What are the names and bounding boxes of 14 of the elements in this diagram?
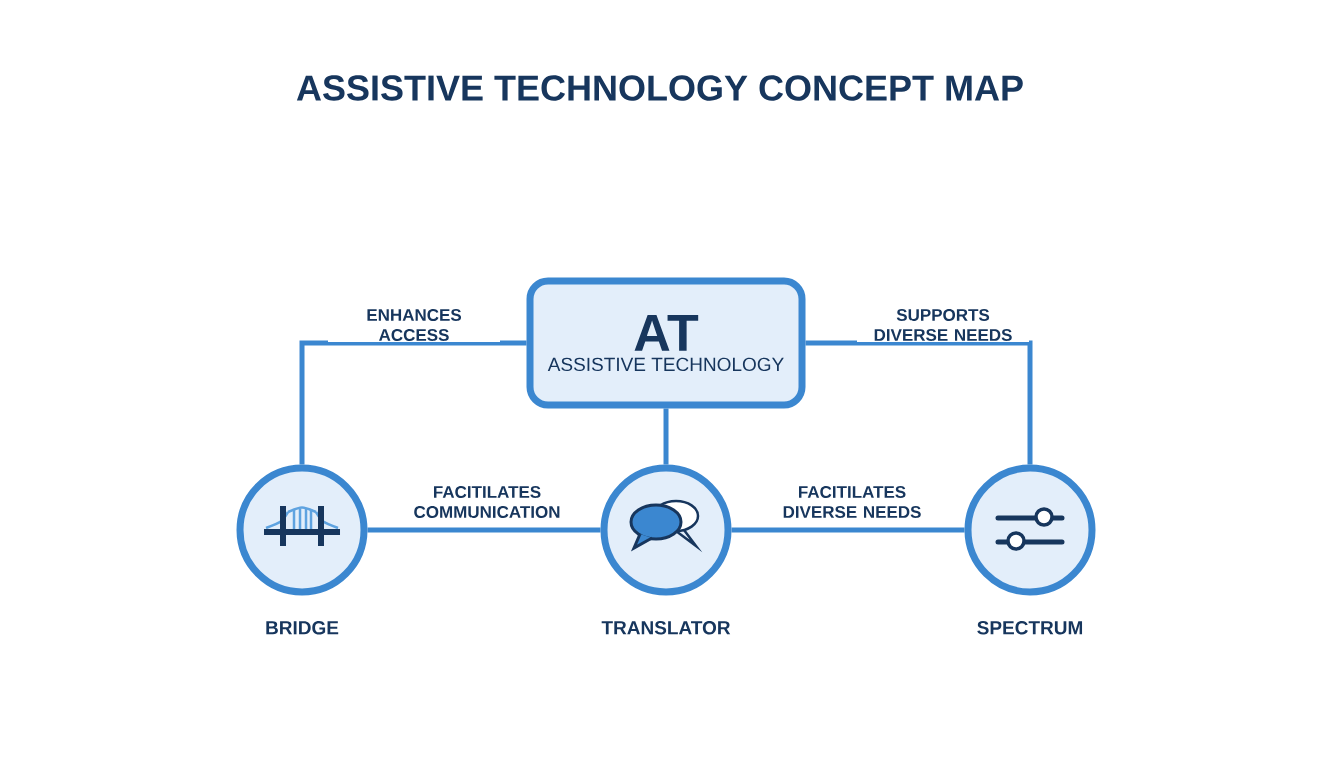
edge-label: FACITILATES COMMUNICATION bbox=[414, 486, 560, 518]
concept-box: AT ASSISTIVE TECHNOLOGY bbox=[526, 277, 806, 409]
connector-line bbox=[805, 340, 1033, 465]
node-label: TRANSLATOR bbox=[601, 621, 731, 635]
title: ASSISTIVE TECHNOLOGY CONCEPT MAP bbox=[296, 75, 1023, 101]
connector-line bbox=[663, 408, 669, 465]
connector-line bbox=[731, 527, 965, 533]
connector-line bbox=[367, 527, 601, 533]
edge-label: ENHANCES ACCESS bbox=[367, 309, 462, 341]
node-label: SPECTRUM bbox=[977, 621, 1083, 635]
edge-label: SUPPORTS DIVERSE NEEDS bbox=[874, 309, 1012, 341]
edge-label: FACITILATES DIVERSE NEEDS bbox=[783, 486, 921, 518]
node-label: BRIDGE bbox=[266, 621, 339, 635]
connector-line bbox=[299, 340, 527, 465]
